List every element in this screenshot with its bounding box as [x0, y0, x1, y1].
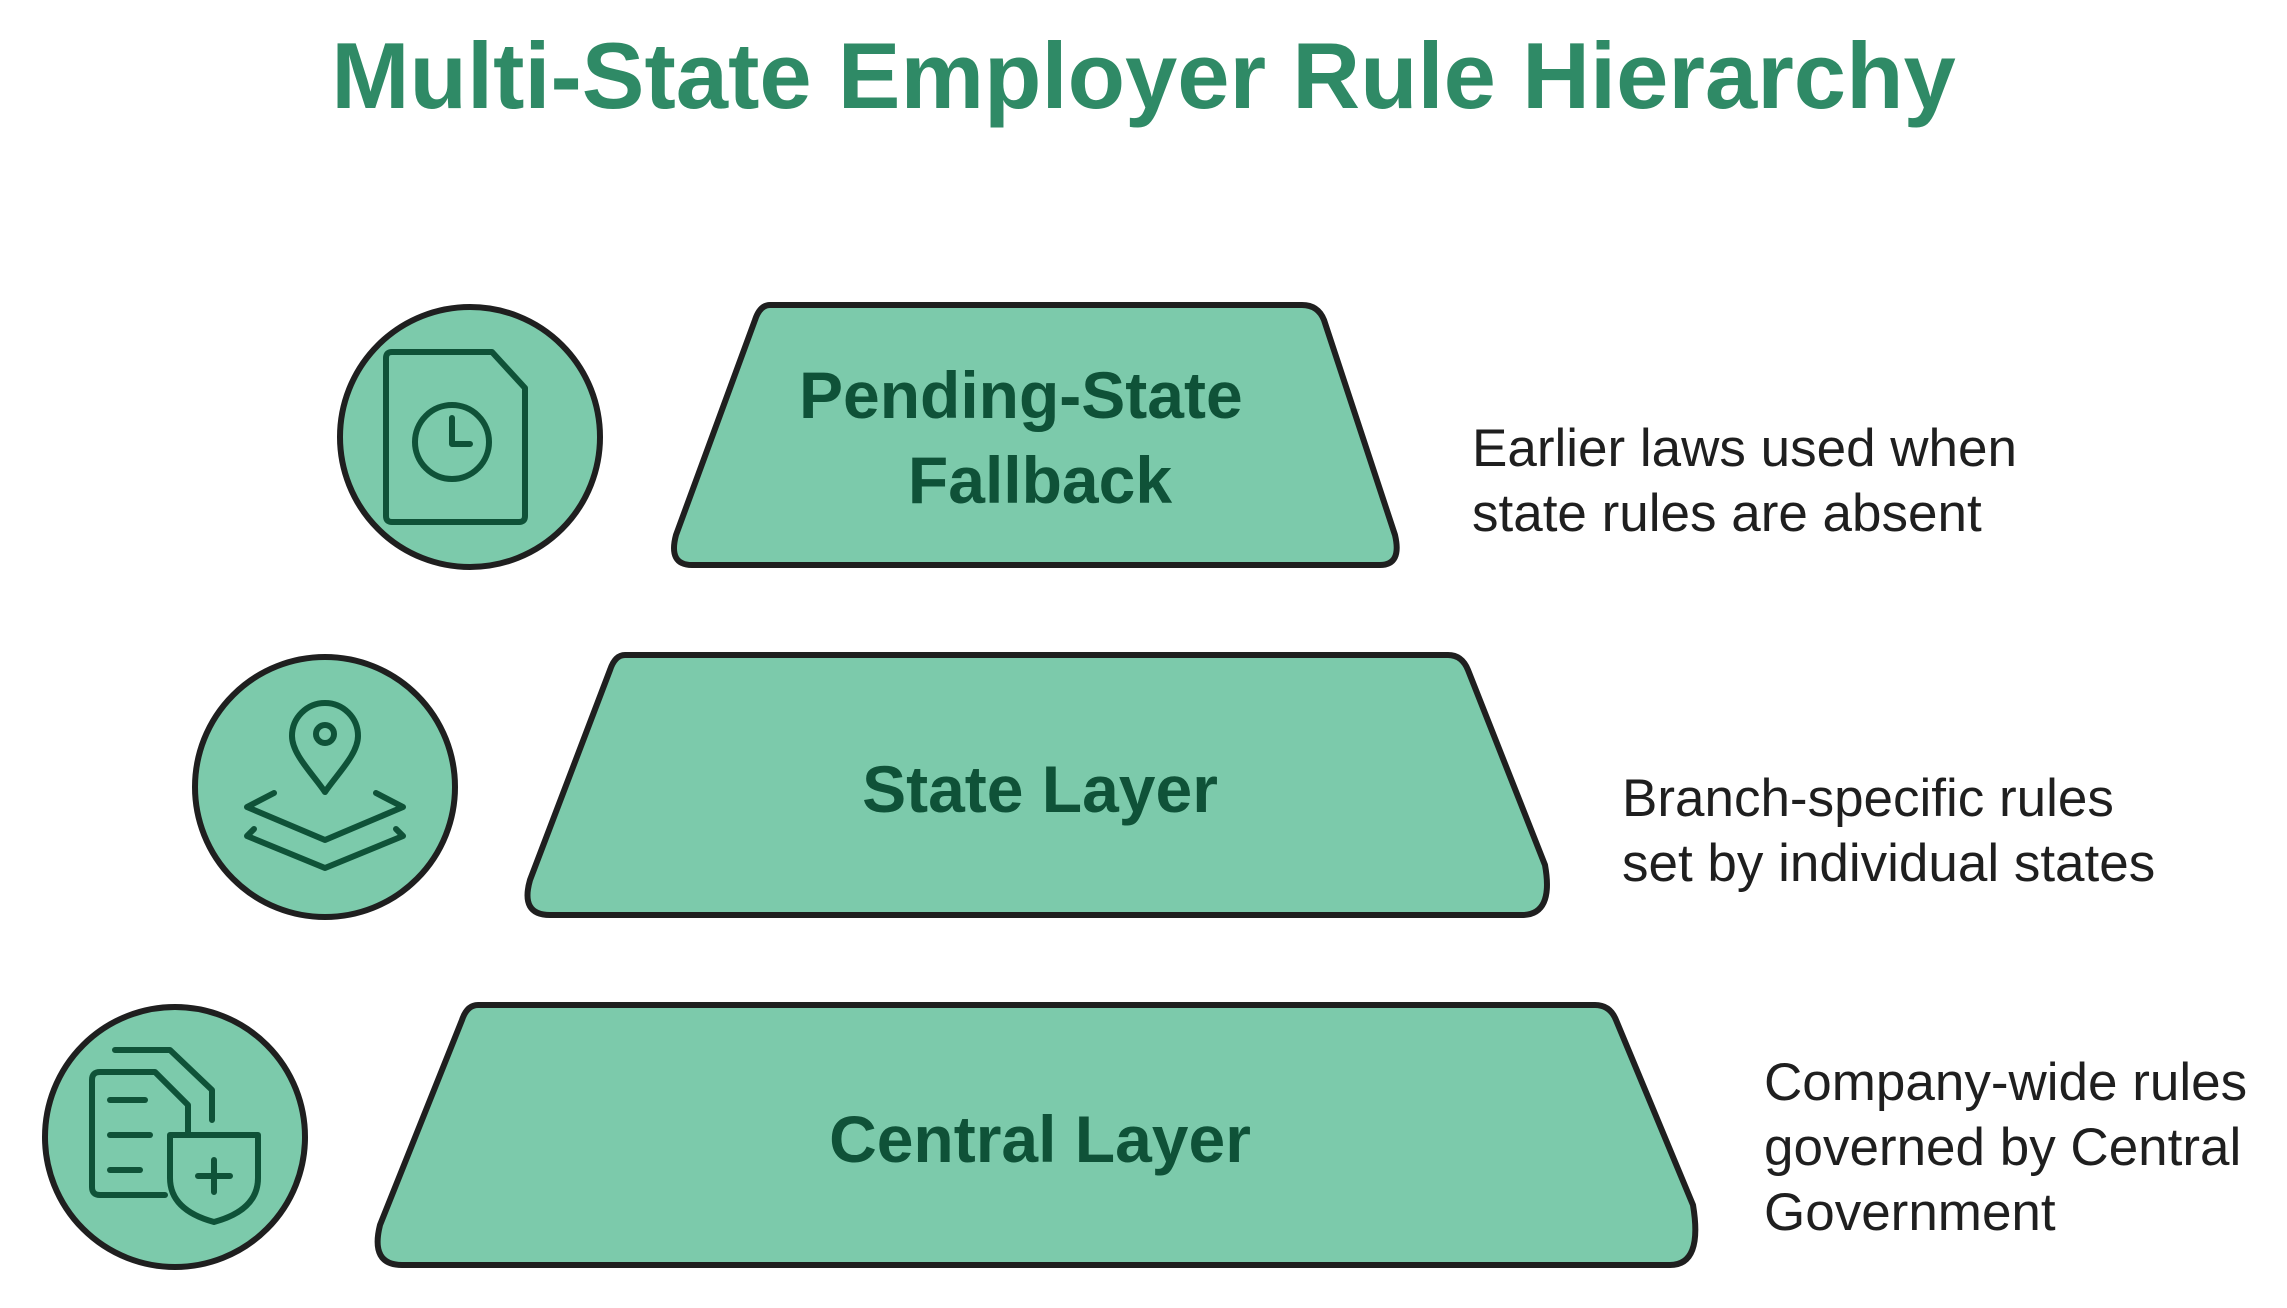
description-line: state rules are absent: [1472, 484, 1982, 543]
diagram-title: Multi-State Employer Rule Hierarchy: [331, 23, 1956, 128]
layer-shape-central: [374, 1002, 1699, 1268]
layer-description-pending-state-fallback: Earlier laws used when state rules are a…: [1472, 416, 2017, 546]
layer-shape-state: [524, 652, 1550, 918]
layer-description-central: Company-wide rules governed by Central G…: [1764, 1050, 2247, 1245]
location-layers-icon: [192, 654, 458, 920]
layer-description-state: Branch-specific rules set by individual …: [1622, 766, 2155, 896]
layer-label-line: Pending-State: [799, 358, 1243, 432]
description-line: Branch-specific rules: [1622, 769, 2114, 828]
layer-state: State Layer: [524, 652, 1550, 918]
layer-pending-state-fallback: Pending-State Fallback: [671, 302, 1400, 568]
description-line: Company-wide rules: [1764, 1053, 2248, 1112]
svg-text:Pending-State Fallback: Pending-State Fallback: [799, 358, 1261, 517]
svg-text:Central Layer: Central Layer: [829, 1102, 1251, 1176]
description-line: governed by Central: [1764, 1118, 2242, 1177]
layer-label-line: Fallback: [908, 443, 1172, 517]
svg-text:State Layer: State Layer: [862, 752, 1218, 826]
document-clock-icon: [337, 304, 603, 570]
description-line: Government: [1764, 1183, 2056, 1242]
layer-shape-pending-state-fallback: [671, 302, 1400, 568]
documents-shield-icon: [42, 1004, 308, 1270]
layer-label-line: State Layer: [862, 752, 1218, 826]
layer-central: Central Layer: [374, 1002, 1699, 1268]
description-line: set by individual states: [1622, 834, 2156, 893]
description-line: Earlier laws used when: [1472, 419, 2017, 478]
layer-label-line: Central Layer: [829, 1102, 1251, 1176]
